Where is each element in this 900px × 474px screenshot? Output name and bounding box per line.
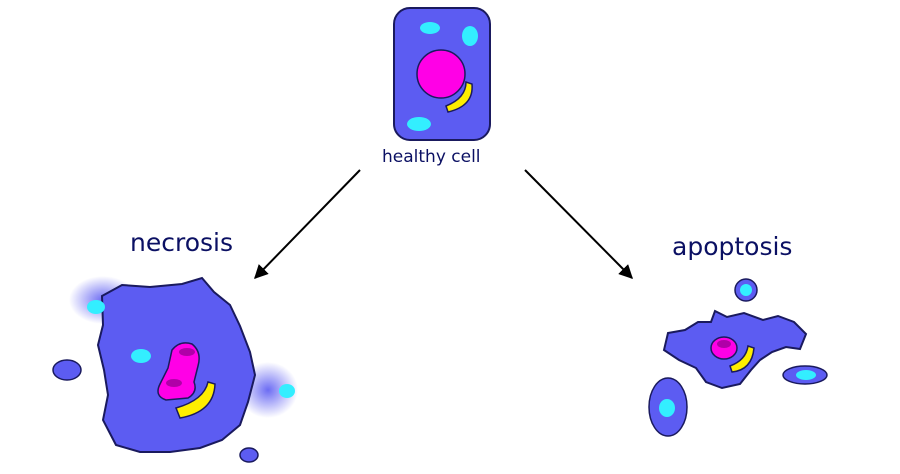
healthy-cell <box>393 7 491 141</box>
healthy-nucleus <box>416 49 466 99</box>
arrow-to-apoptosis <box>524 169 633 279</box>
apoptosis-mitochondrion <box>729 345 755 373</box>
necrosis-vacuole <box>131 349 151 363</box>
healthy-vacuole <box>407 117 431 131</box>
necrotic-cell <box>52 276 298 463</box>
necrosis-debris <box>52 359 82 381</box>
healthy-mitochondrion <box>445 80 473 113</box>
apoptotic-body-vacuole <box>659 399 675 417</box>
healthy-vacuole <box>462 26 478 46</box>
apoptosis-label: apoptosis <box>672 232 793 261</box>
apoptosis-chromatin <box>717 340 731 348</box>
necrosis-vacuole <box>87 300 105 314</box>
apoptotic-body-vacuole <box>796 370 816 380</box>
healthy-cell-label: healthy cell <box>382 147 481 167</box>
healthy-vacuole <box>420 22 440 34</box>
necrosis-nucleus-fragment <box>166 379 182 387</box>
necrosis-debris <box>239 447 259 463</box>
apoptotic-body-vacuole <box>740 284 752 296</box>
necrosis-nucleus-fragment <box>179 348 195 356</box>
necrosis-label: necrosis <box>130 228 233 257</box>
apoptotic-cell <box>648 278 828 437</box>
necrosis-vacuole <box>279 384 295 398</box>
arrow-to-necrosis <box>254 169 361 280</box>
necrosis-mitochondrion <box>174 381 216 419</box>
